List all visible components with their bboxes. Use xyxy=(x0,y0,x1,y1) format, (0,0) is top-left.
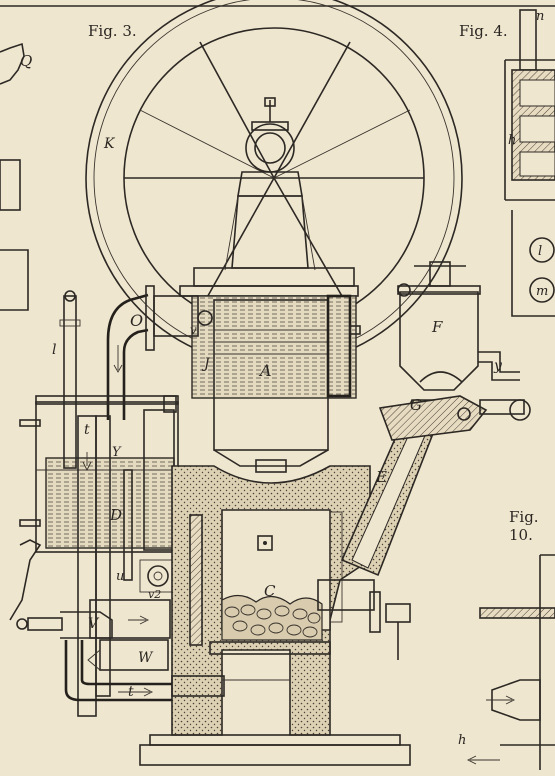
label-K: K xyxy=(103,136,116,152)
label-E: E xyxy=(375,468,387,486)
fig4-caption: Fig. 4. xyxy=(459,22,508,40)
label-t-bottom: t xyxy=(128,684,134,700)
label-D: D xyxy=(109,506,122,524)
label-Q: Q xyxy=(20,52,32,70)
label-F: F xyxy=(431,318,443,336)
label-v: v xyxy=(190,323,197,337)
pipe-t-bottom xyxy=(64,640,172,702)
label-A: A xyxy=(258,361,272,380)
hopper-F xyxy=(397,261,531,421)
label-y: y xyxy=(493,358,503,374)
label-V: V xyxy=(88,616,100,632)
label-u: u xyxy=(116,569,124,584)
label-O: O xyxy=(130,311,143,330)
label-W: W xyxy=(138,650,154,666)
label-Y: Y xyxy=(112,445,122,460)
feed-chute xyxy=(317,395,488,660)
fig4-detail xyxy=(504,9,555,317)
label-G: G xyxy=(410,396,422,414)
fig10-detail xyxy=(466,554,555,770)
label-J: J xyxy=(201,356,211,372)
fig10-caption: Fig. 10. xyxy=(509,508,539,544)
label-h-fig10: h xyxy=(458,733,466,748)
label-n: n xyxy=(536,9,544,24)
label-l: l xyxy=(52,342,56,358)
label-C: C xyxy=(264,582,276,600)
pipe-O xyxy=(106,285,213,420)
valve-V-chamber-W xyxy=(16,599,171,671)
label-l-fig4: l xyxy=(538,244,542,259)
label-t-top: t xyxy=(84,422,90,438)
fig3-caption: Fig. 3. xyxy=(88,22,137,40)
engine-base xyxy=(139,734,411,766)
label-h-fig4: h xyxy=(508,133,516,148)
generator-furnace xyxy=(171,465,371,736)
water-tank xyxy=(9,290,179,717)
water-jacket xyxy=(191,294,361,473)
cylinder-head xyxy=(179,267,359,297)
label-v2: v2 xyxy=(148,588,161,601)
label-m-fig4: m xyxy=(536,284,548,299)
top-left-fragment xyxy=(0,42,29,311)
